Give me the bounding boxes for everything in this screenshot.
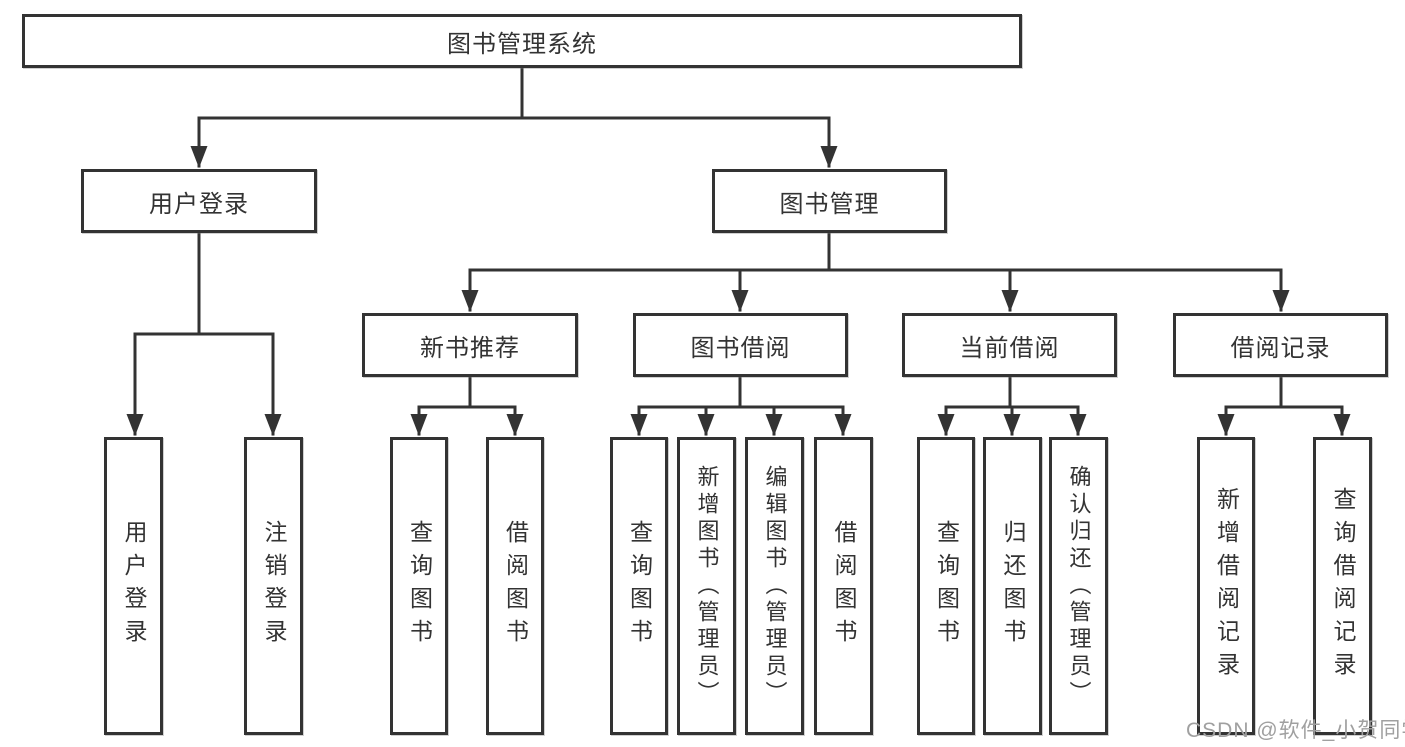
leaf-add-borrow-record: 新增借阅记录 (1197, 437, 1255, 735)
leaf-label: 注销登录 (261, 520, 287, 652)
watermark-text: CSDN @软件_小贺同学 (1186, 719, 1405, 742)
leaf-return-book: 归还图书 (983, 437, 1042, 735)
node-root: 图书管理系统 (22, 14, 1022, 68)
node-book-borrow: 图书借阅 (633, 313, 848, 377)
node-new-book-recommend: 新书推荐 (362, 313, 578, 377)
node-borrow-record-label: 借阅记录 (1230, 334, 1331, 362)
leaf-query-book-2: 查询图书 (610, 437, 668, 735)
leaf-query-book-3: 查询图书 (917, 437, 975, 735)
leaf-label: 借阅图书 (502, 520, 529, 652)
leaf-label: 新增图书（管理员） (694, 464, 720, 708)
node-user-login-label: 用户登录 (149, 190, 249, 218)
leaf-query-book-1: 查询图书 (390, 437, 448, 735)
leaf-borrow-book-1: 借阅图书 (486, 437, 544, 735)
leaf-confirm-return-admin: 确认归还（管理员） (1049, 437, 1108, 735)
leaf-edit-book-admin: 编辑图书（管理员） (745, 437, 804, 735)
leaf-label: 借阅图书 (831, 520, 857, 652)
leaf-label: 查询图书 (933, 520, 960, 652)
leaf-label: 用户登录 (121, 520, 147, 652)
node-book-management-label: 图书管理 (779, 190, 880, 218)
node-current-borrow-label: 当前借阅 (959, 334, 1060, 362)
leaf-label: 确认归还（管理员） (1066, 464, 1092, 708)
node-borrow-record: 借阅记录 (1173, 313, 1388, 377)
node-user-login: 用户登录 (81, 169, 317, 233)
node-root-label: 图书管理系统 (447, 30, 597, 58)
leaf-label: 查询借阅记录 (1330, 487, 1356, 685)
leaf-label: 新增借阅记录 (1213, 487, 1240, 685)
leaf-borrow-book-2: 借阅图书 (814, 437, 873, 735)
leaf-query-borrow-record: 查询借阅记录 (1313, 437, 1372, 735)
leaf-label: 查询图书 (626, 520, 653, 652)
node-book-borrow-label: 图书借阅 (690, 334, 791, 362)
leaf-add-book-admin: 新增图书（管理员） (677, 437, 736, 735)
leaf-user-login: 用户登录 (104, 437, 163, 735)
node-book-management: 图书管理 (712, 169, 947, 233)
leaf-logout: 注销登录 (244, 437, 303, 735)
leaf-label: 编辑图书（管理员） (762, 464, 788, 708)
node-current-borrow: 当前借阅 (902, 313, 1117, 377)
arrowheads (126, 146, 1351, 436)
leaf-label: 查询图书 (406, 520, 433, 652)
node-new-book-recommend-label: 新书推荐 (420, 334, 520, 362)
leaf-label: 归还图书 (1000, 520, 1026, 652)
